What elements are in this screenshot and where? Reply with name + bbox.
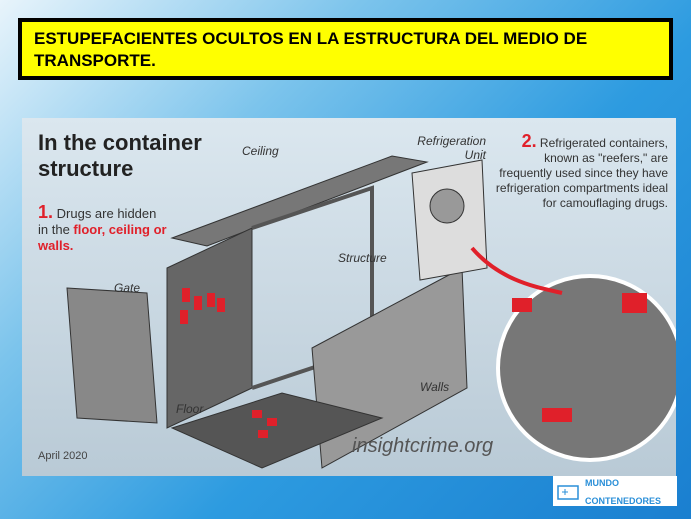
container-illustration (66, 155, 676, 469)
floor-panel (170, 392, 384, 469)
structure-wall (166, 227, 253, 429)
watermark: insightcrime.org (352, 435, 494, 457)
structure-frame (251, 185, 374, 390)
point-1: 1. Drugs are hidden in the floor, ceilin… (38, 202, 167, 253)
label-walls: Walls (420, 380, 450, 394)
label-gate: Gate (114, 281, 141, 295)
mundo-contenedores-logo: MUNDO CONTENEDORES (553, 476, 677, 506)
label-floor: Floor (176, 402, 204, 416)
label-structure: Structure (338, 251, 387, 265)
container-infographic: In the container structure 1. Drugs are … (22, 118, 676, 476)
logo-line1: MUNDO (585, 478, 619, 488)
logo-line2: CONTENEDORES (585, 496, 662, 506)
gate-panel (66, 287, 158, 424)
label-ceiling: Ceiling (242, 144, 279, 158)
slide-title: ESTUPEFACIENTES OCULTOS EN LA ESTRUCTURA… (18, 18, 673, 80)
ceiling-panel (170, 155, 429, 247)
container-icon (557, 485, 579, 500)
infographic-heading: In the container structure (38, 130, 202, 181)
label-refrigeration: Refrigeration Unit (417, 134, 486, 162)
date-label: April 2020 (38, 450, 88, 462)
point-2: 2. Refrigerated containers, known as "re… (495, 131, 668, 210)
